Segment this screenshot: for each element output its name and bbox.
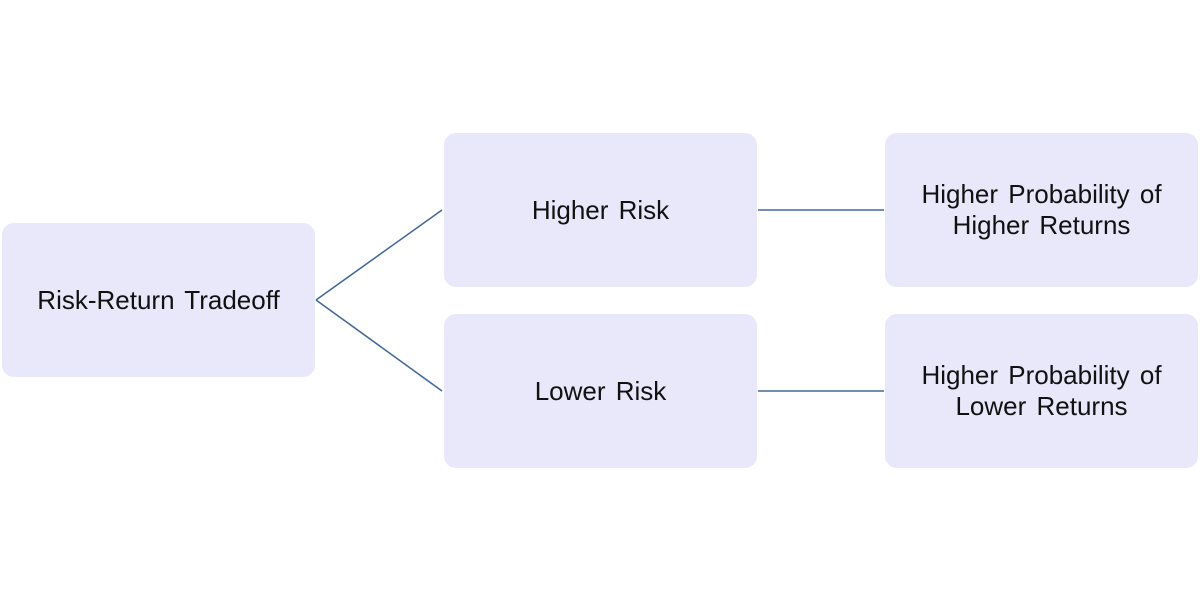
higher-returns-outcome-node: Higher Probability of Higher Returns xyxy=(885,133,1198,287)
root-node-label: Risk-Return Tradeoff xyxy=(37,284,280,315)
higher-risk-node: Higher Risk xyxy=(444,133,757,287)
lower-returns-outcome-node: Higher Probability of Lower Returns xyxy=(885,314,1198,468)
higher-risk-label: Higher Risk xyxy=(531,194,670,225)
root-node: Risk-Return Tradeoff xyxy=(2,223,315,377)
lower-risk-node: Lower Risk xyxy=(444,314,757,468)
connector-root-to-lower-risk xyxy=(315,299,443,392)
higher-returns-outcome-label: Higher Probability of Higher Returns xyxy=(921,179,1162,240)
connector-root-to-higher-risk xyxy=(315,209,443,301)
lower-risk-label: Lower Risk xyxy=(534,375,667,406)
lower-returns-outcome-label: Higher Probability of Lower Returns xyxy=(921,360,1162,421)
